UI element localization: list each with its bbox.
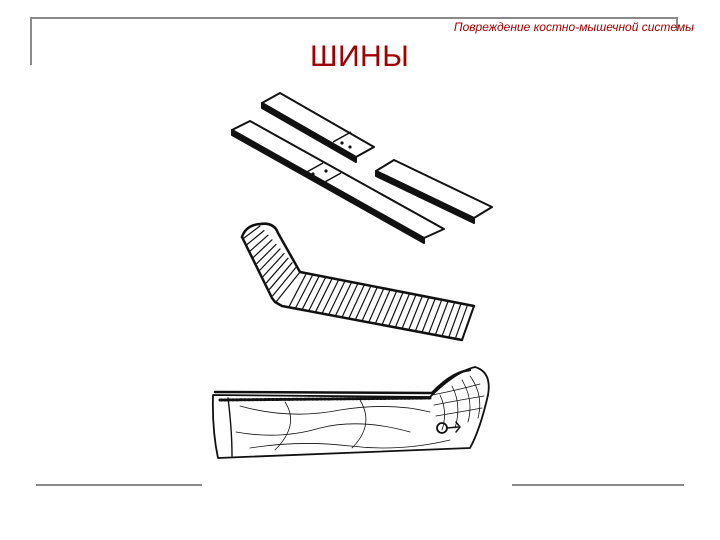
ladder-rung (334, 281, 353, 317)
ladder-rung (421, 297, 436, 333)
ladder-rung (388, 291, 404, 327)
valve-icon (436, 422, 448, 434)
ladder-rung (308, 276, 327, 312)
inflatable-splint (211, 366, 490, 459)
short-board-edge (375, 170, 475, 224)
ladder-rung (341, 282, 359, 318)
ladder-rung (314, 277, 333, 313)
footer-line-right (512, 484, 684, 486)
ladder-rung (454, 304, 469, 340)
ladder-rung (414, 296, 430, 332)
ladder-rung (354, 285, 372, 321)
ladder-rung (301, 275, 320, 311)
ladder-rung (434, 300, 449, 336)
splints-illustration (211, 92, 493, 459)
slide-subtitle: Повреждение костно-мышечной системы (453, 20, 694, 34)
ladder-wire-splint (240, 222, 476, 342)
ladder-rung (321, 279, 340, 315)
ladder-rung (368, 287, 385, 323)
frame-left-border (30, 17, 32, 65)
ladder-rung (441, 301, 456, 337)
ladder-rung (381, 290, 398, 326)
frame-top-border (30, 17, 677, 19)
slide-title: ШИНЫ (310, 40, 410, 73)
ladder-rung (253, 239, 273, 258)
ladder-rung (243, 225, 261, 239)
ladder-rung (259, 248, 281, 271)
ladder-rung (265, 257, 289, 284)
footer-line-left (36, 484, 202, 486)
ladder-rung (275, 271, 301, 303)
wooden-board-splints (231, 92, 493, 244)
ladder-rung (262, 253, 285, 277)
frame-right-border (676, 17, 678, 31)
ladder-rung (401, 294, 417, 330)
ladder-rung (256, 243, 277, 265)
ladder-rung (294, 273, 314, 310)
ladder-rung (269, 262, 293, 290)
long-board-edge (231, 129, 425, 244)
ladder-rung (361, 286, 378, 322)
upper-board-edge (261, 102, 357, 163)
ladder-rung (328, 280, 346, 316)
ladder-rung (374, 289, 391, 325)
ladder-rung (394, 292, 411, 328)
ladder-rung (246, 230, 265, 245)
ladder-rung (288, 272, 307, 308)
ladder-rung (348, 284, 365, 320)
ladder-rung (408, 295, 423, 331)
ladder-rung (428, 299, 443, 335)
ladder-rung (448, 302, 462, 339)
ladder-rung (272, 266, 297, 297)
ladder-rung (249, 234, 269, 252)
